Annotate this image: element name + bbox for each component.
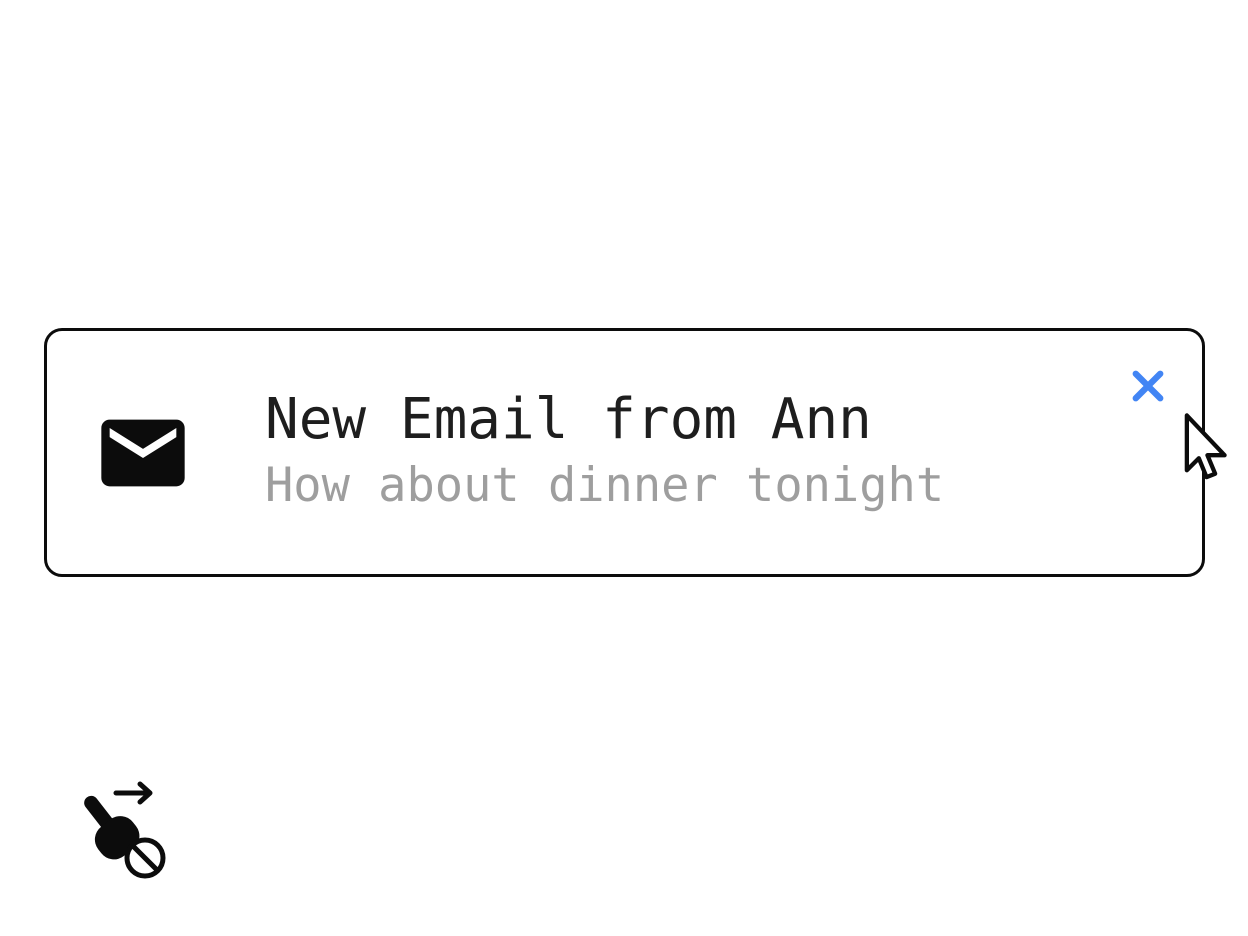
gesture-arrow (113, 781, 153, 805)
email-icon (93, 403, 193, 503)
close-icon (1132, 370, 1164, 402)
notification-subtitle: How about dinner tonight (265, 457, 945, 513)
swipe-right-blocked-icon (80, 780, 170, 880)
notification-title: New Email from Ann (265, 386, 872, 452)
close-button[interactable] (1127, 365, 1169, 407)
notification-card[interactable]: New Email from Ann How about dinner toni… (44, 328, 1205, 577)
notification-text: New Email from Ann How about dinner toni… (265, 387, 944, 519)
email-icon-glyph (101, 419, 185, 486)
gesture-blocked-sign (124, 837, 166, 879)
